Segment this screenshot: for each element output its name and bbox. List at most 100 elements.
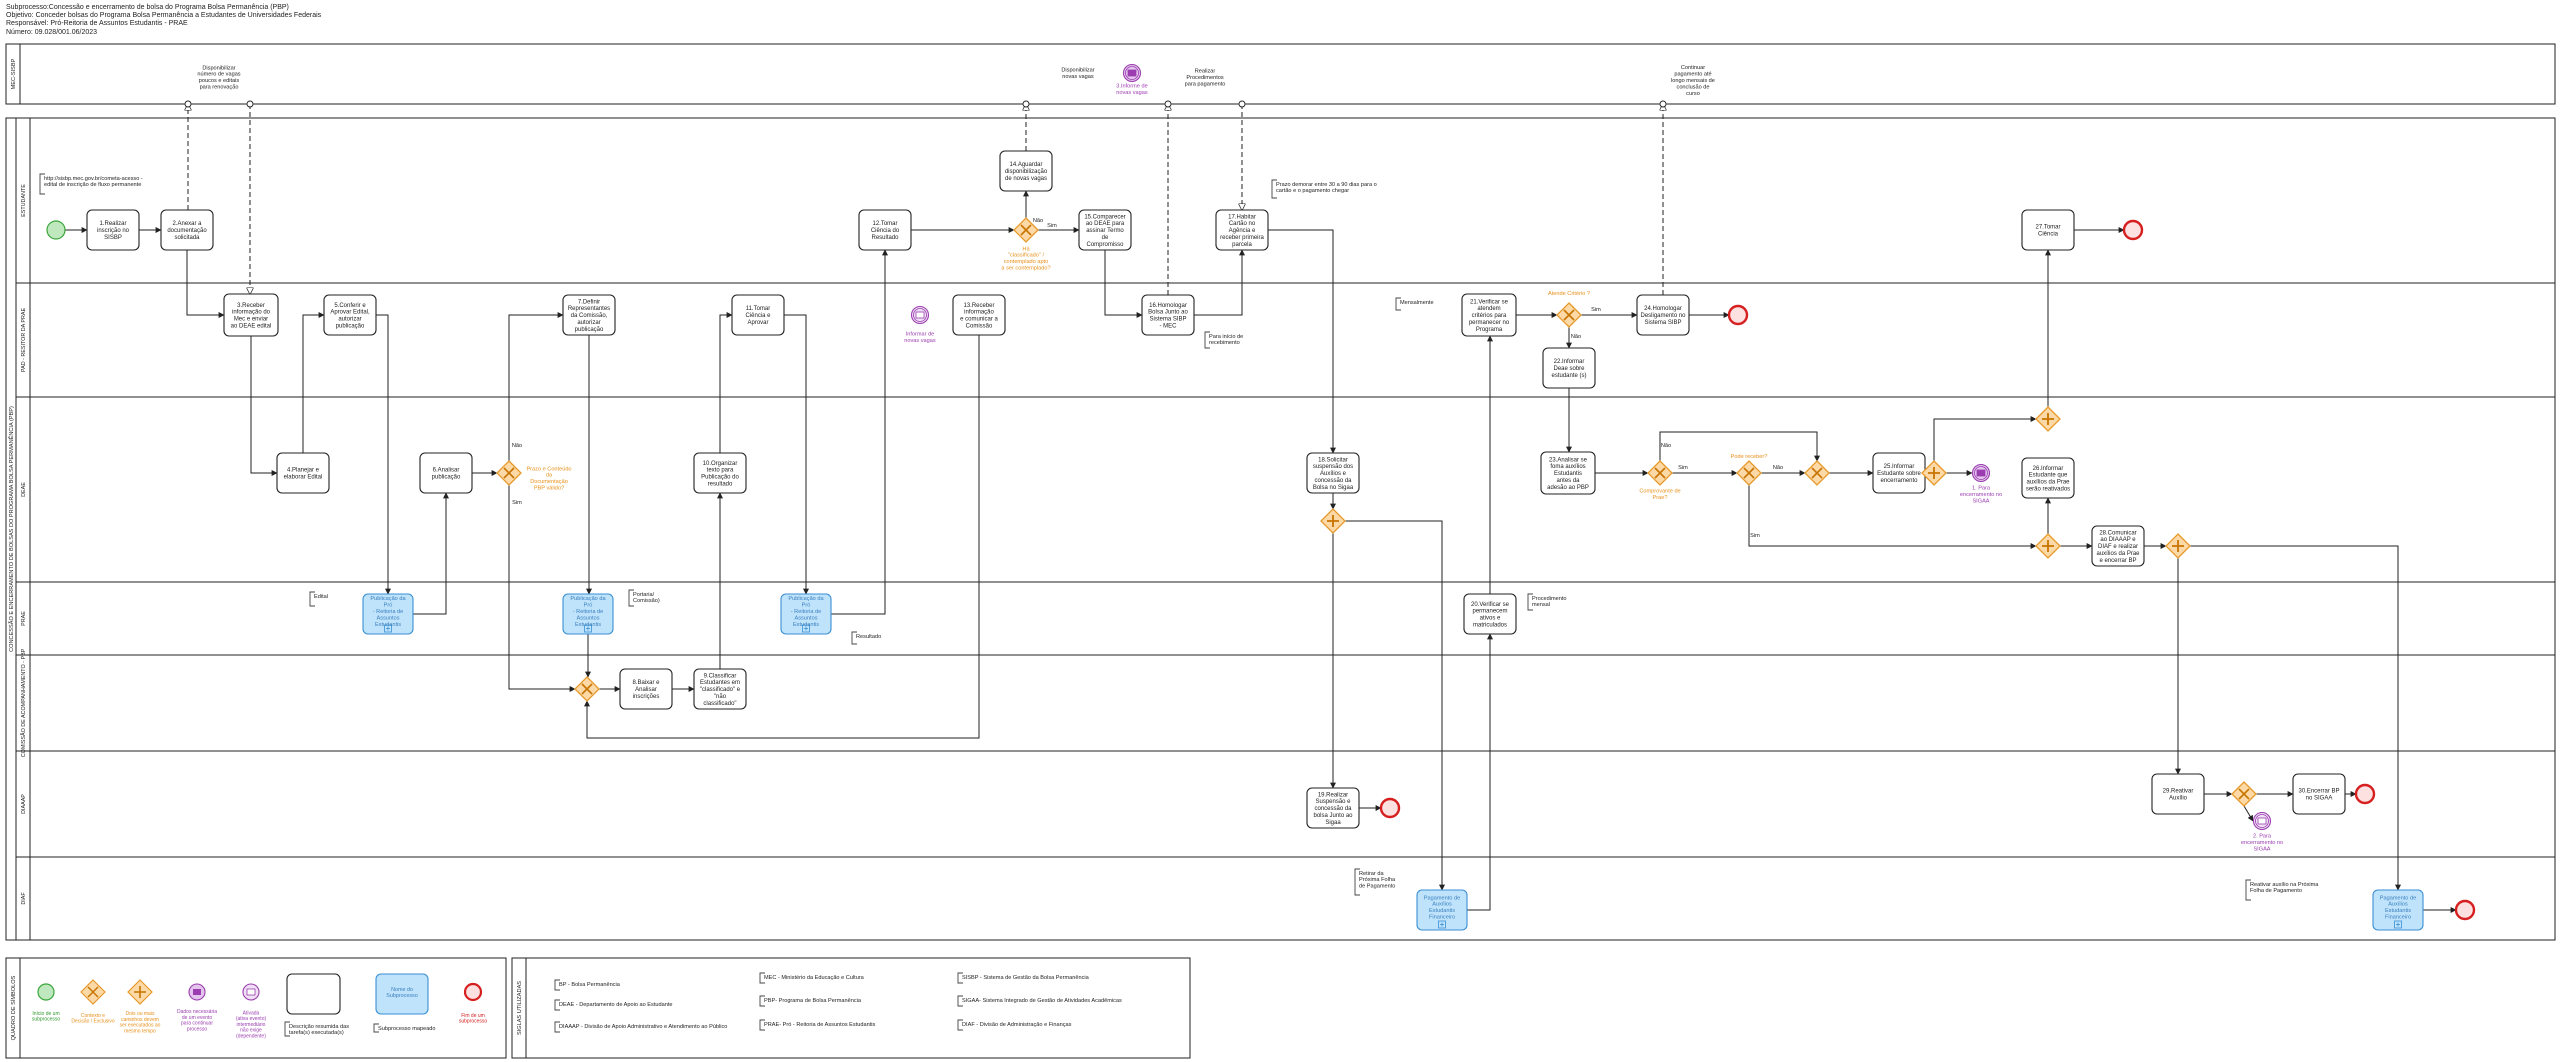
task-t8[interactable] bbox=[619, 668, 673, 710]
end-event-e30 bbox=[2354, 783, 2376, 805]
sequence-flow bbox=[1933, 416, 2037, 461]
exclusive-icon bbox=[1743, 467, 1755, 479]
sequence-flow bbox=[250, 336, 278, 476]
subprocess-pub_edital[interactable] bbox=[362, 593, 414, 635]
end-event-e27 bbox=[2122, 219, 2144, 241]
gateway-label-pode: Pode receber? bbox=[1731, 454, 1768, 460]
header-subprocess: Subprocesso:Concessão e encerramento de … bbox=[6, 4, 289, 11]
subprocess-pub_comissao[interactable] bbox=[562, 593, 614, 635]
plus-icon bbox=[2396, 922, 2400, 927]
label-sim: Sim bbox=[512, 500, 522, 506]
task-t30[interactable] bbox=[2292, 773, 2346, 815]
annotation-edital-bracket bbox=[309, 591, 315, 607]
abbreviation-item-bracket bbox=[759, 1019, 765, 1031]
task-t27[interactable] bbox=[2021, 209, 2075, 251]
legend-item-label-bracket bbox=[284, 1021, 290, 1037]
task-t11[interactable] bbox=[731, 294, 785, 336]
task-t17[interactable] bbox=[1215, 209, 1269, 251]
subprocess-marker-icon bbox=[2394, 920, 2402, 929]
task-t3[interactable] bbox=[223, 293, 279, 337]
abbreviation-item: PRAE- Pró - Reitoria de Assuntos Estudan… bbox=[764, 1022, 876, 1028]
task-t6[interactable] bbox=[419, 452, 473, 494]
abbreviation-item-bracket bbox=[554, 1021, 560, 1033]
sequence-flow bbox=[2190, 545, 2401, 891]
exclusive-icon bbox=[2238, 788, 2250, 800]
task-t16[interactable] bbox=[1141, 294, 1195, 336]
plus-icon bbox=[1440, 922, 1444, 927]
task-t28[interactable] bbox=[2091, 525, 2145, 567]
envelope-icon bbox=[193, 989, 201, 995]
task-t4[interactable] bbox=[276, 452, 330, 494]
task-t22[interactable] bbox=[1542, 347, 1596, 389]
plus-icon bbox=[804, 626, 808, 631]
envelope-icon bbox=[246, 988, 256, 996]
legend-start-icon bbox=[37, 983, 55, 1001]
task-t19[interactable] bbox=[1306, 787, 1360, 829]
sequence-flow bbox=[1345, 520, 1445, 891]
lane-title: PAD - RESITOR DA PRAE bbox=[21, 307, 27, 372]
label-sim: Sim bbox=[1750, 533, 1760, 539]
task-t20[interactable] bbox=[1463, 593, 1517, 635]
end-event-e19 bbox=[1379, 797, 1401, 819]
task-t14[interactable] bbox=[999, 150, 1053, 192]
task-t1[interactable] bbox=[86, 209, 140, 251]
task-t10[interactable] bbox=[693, 452, 747, 494]
annotation-resultado: Resultado bbox=[856, 634, 881, 640]
message-flow-endpoint bbox=[1238, 100, 1246, 108]
task-t29[interactable] bbox=[2151, 773, 2205, 815]
pool-mec bbox=[5, 43, 2556, 105]
label-nao: Não bbox=[512, 443, 522, 449]
message-event-ring bbox=[1125, 66, 1139, 80]
abbreviation-item: PBP- Programa de Bolsa Permanência bbox=[764, 998, 862, 1004]
sequence-flow bbox=[1659, 431, 1820, 462]
subprocess-pub_resultado[interactable] bbox=[780, 593, 832, 635]
task-t18[interactable] bbox=[1306, 452, 1360, 494]
subprocess-pag1[interactable] bbox=[1416, 889, 1468, 931]
task-t26[interactable] bbox=[2021, 457, 2075, 499]
subprocess-marker-icon bbox=[584, 624, 592, 633]
task-t9[interactable] bbox=[693, 668, 747, 710]
pool-main-title: CONCESSÃO E ENCERRAMENTO DE BOLSAS DO PR… bbox=[7, 406, 15, 652]
start-event-s1 bbox=[46, 220, 66, 240]
abbreviation-item-bracket bbox=[957, 972, 963, 984]
exclusive-icon bbox=[1654, 467, 1666, 479]
sequence-flow bbox=[1104, 250, 1143, 318]
task-t24[interactable] bbox=[1636, 294, 1690, 336]
task-t23[interactable] bbox=[1540, 451, 1596, 495]
abbreviation-item-bracket bbox=[759, 972, 765, 984]
task-t15[interactable] bbox=[1078, 209, 1132, 251]
task-t13[interactable] bbox=[952, 294, 1006, 336]
gateway-label-criterio: Atende Critério ? bbox=[1548, 291, 1590, 297]
lane-title: DEAE bbox=[21, 482, 27, 497]
subprocess-pag2[interactable] bbox=[2372, 889, 2424, 931]
task-t2[interactable] bbox=[160, 209, 214, 251]
task-t21[interactable] bbox=[1461, 293, 1517, 337]
task-t7[interactable] bbox=[562, 294, 616, 336]
legend-title: QUADRO DE SÍMBOLOS bbox=[10, 975, 17, 1040]
message-flow-endpoint bbox=[1022, 100, 1030, 108]
message-flow-endpoint bbox=[184, 100, 192, 108]
task-t12[interactable] bbox=[858, 209, 912, 251]
task-t5[interactable] bbox=[323, 294, 377, 336]
